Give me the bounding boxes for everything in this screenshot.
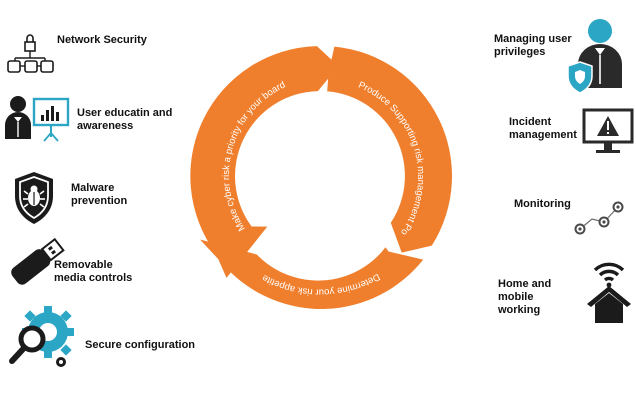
warning-monitor-icon	[582, 108, 634, 153]
home-mobile-label: Home and mobile working	[498, 278, 552, 316]
risk-cycle-diagram: Make cyber risk a priority for your boar…	[186, 40, 452, 309]
user-education-label: User educatin and awareness	[77, 107, 173, 132]
monitoring-label: Monitoring	[514, 198, 571, 210]
malware-prevention-label: Malware prevention	[71, 182, 128, 207]
cycle-segment-2	[327, 46, 452, 253]
user-shield-icon	[567, 19, 622, 94]
removable-media-label: Removable media controls	[54, 259, 133, 284]
incident-management-label: Incident management	[509, 116, 577, 141]
wifi-home-icon	[587, 262, 631, 323]
monitoring-points-icon	[574, 201, 624, 235]
gear-magnifier-icon	[9, 306, 74, 367]
usb-drive-icon	[11, 237, 65, 285]
user-privileges-label: Managing user privileges	[494, 33, 572, 58]
cycle-segment-3	[200, 239, 424, 309]
secure-configuration-label: Secure configuration	[85, 339, 196, 351]
bug-shield-icon	[15, 172, 53, 224]
network-lock-icon	[7, 34, 54, 73]
cycle-segment-1	[190, 46, 339, 278]
network-security-label: Network Security	[57, 34, 147, 46]
presentation-user-icon	[5, 96, 70, 142]
